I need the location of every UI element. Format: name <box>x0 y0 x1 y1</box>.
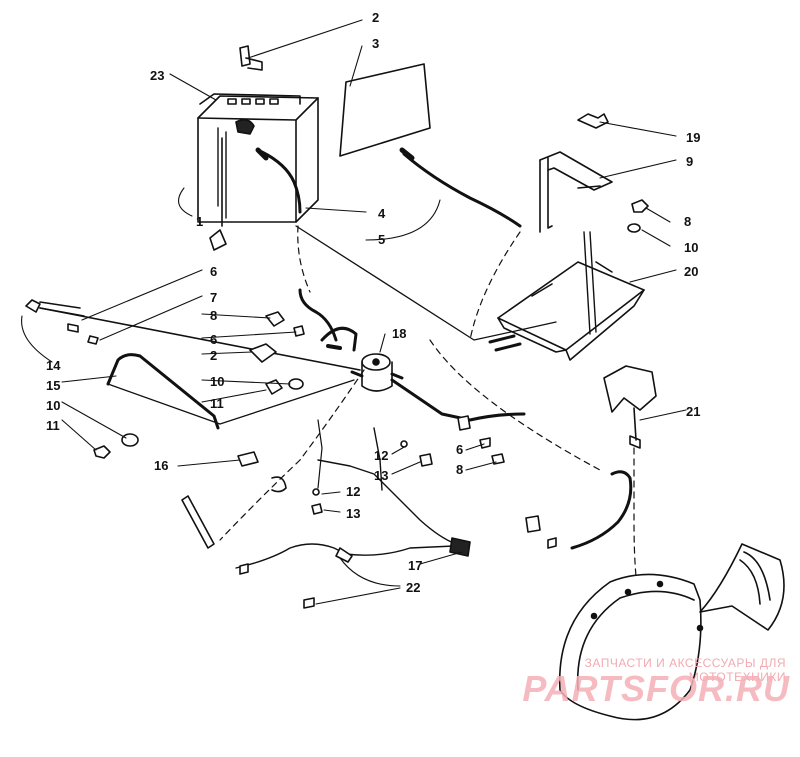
cable-15 <box>106 353 220 430</box>
battery-strap <box>209 137 227 251</box>
battery-cable-5 <box>402 152 522 228</box>
callout-11: 11 <box>46 418 60 433</box>
mounting-rod <box>583 231 597 335</box>
callout-17: 17 <box>408 558 422 573</box>
battery-cable-4 <box>260 150 302 214</box>
callout-12: 12 <box>346 484 360 499</box>
callout-18: 18 <box>392 326 406 341</box>
callout-8: 8 <box>684 214 691 229</box>
callout-13: 13 <box>346 506 360 521</box>
callout-10: 10 <box>210 374 224 389</box>
callout-16: 16 <box>154 458 168 473</box>
callout-6: 6 <box>210 264 217 279</box>
long-bolt <box>25 299 85 317</box>
recoil-housing <box>558 543 785 721</box>
callout-8: 8 <box>210 308 217 323</box>
callout-8: 8 <box>456 462 463 477</box>
battery-caps <box>227 98 279 105</box>
callout-9: 9 <box>686 154 693 169</box>
callout-22: 22 <box>406 580 420 595</box>
wing-nut <box>577 113 609 129</box>
callout-4: 4 <box>378 206 386 221</box>
battery <box>197 93 319 223</box>
connector-16 <box>237 451 259 467</box>
ground-cable <box>570 470 633 550</box>
battery-tray <box>497 261 645 361</box>
callout-10: 10 <box>684 240 698 255</box>
leader-lines <box>21 19 687 605</box>
callout-3: 3 <box>372 36 379 51</box>
callout-20: 20 <box>684 264 698 279</box>
callout-11: 11 <box>210 396 224 411</box>
callout-21: 21 <box>686 404 700 419</box>
terminal-bolt-top <box>239 45 263 71</box>
callout-7: 7 <box>210 290 217 305</box>
callout-23: 23 <box>150 68 164 83</box>
callout-6: 6 <box>456 442 463 457</box>
callout-2: 2 <box>372 10 379 25</box>
callout-13: 13 <box>374 468 388 483</box>
watermark-logo: PARTSFOR.RU <box>522 668 790 709</box>
callout-6: 6 <box>210 332 217 347</box>
callout-15: 15 <box>46 378 60 393</box>
mount-bolt <box>629 407 641 449</box>
callout-10: 10 <box>46 398 60 413</box>
watermark-caption: ЗАПЧАСТИ И АКСЕССУАРЫ ДЛЯ МОТОТЕХНИКИ <box>584 656 786 684</box>
callout-14: 14 <box>46 358 61 373</box>
battery-bracket <box>539 151 613 233</box>
callout-19: 19 <box>686 130 700 145</box>
callout-1: 1 <box>196 214 203 229</box>
callout-12: 12 <box>374 448 388 463</box>
starter-solenoid <box>350 353 404 392</box>
wiring-harness <box>181 419 471 609</box>
rubber-mount <box>603 365 657 413</box>
callout-5: 5 <box>378 232 385 247</box>
callout-2: 2 <box>210 348 217 363</box>
battery-pad <box>339 63 431 157</box>
